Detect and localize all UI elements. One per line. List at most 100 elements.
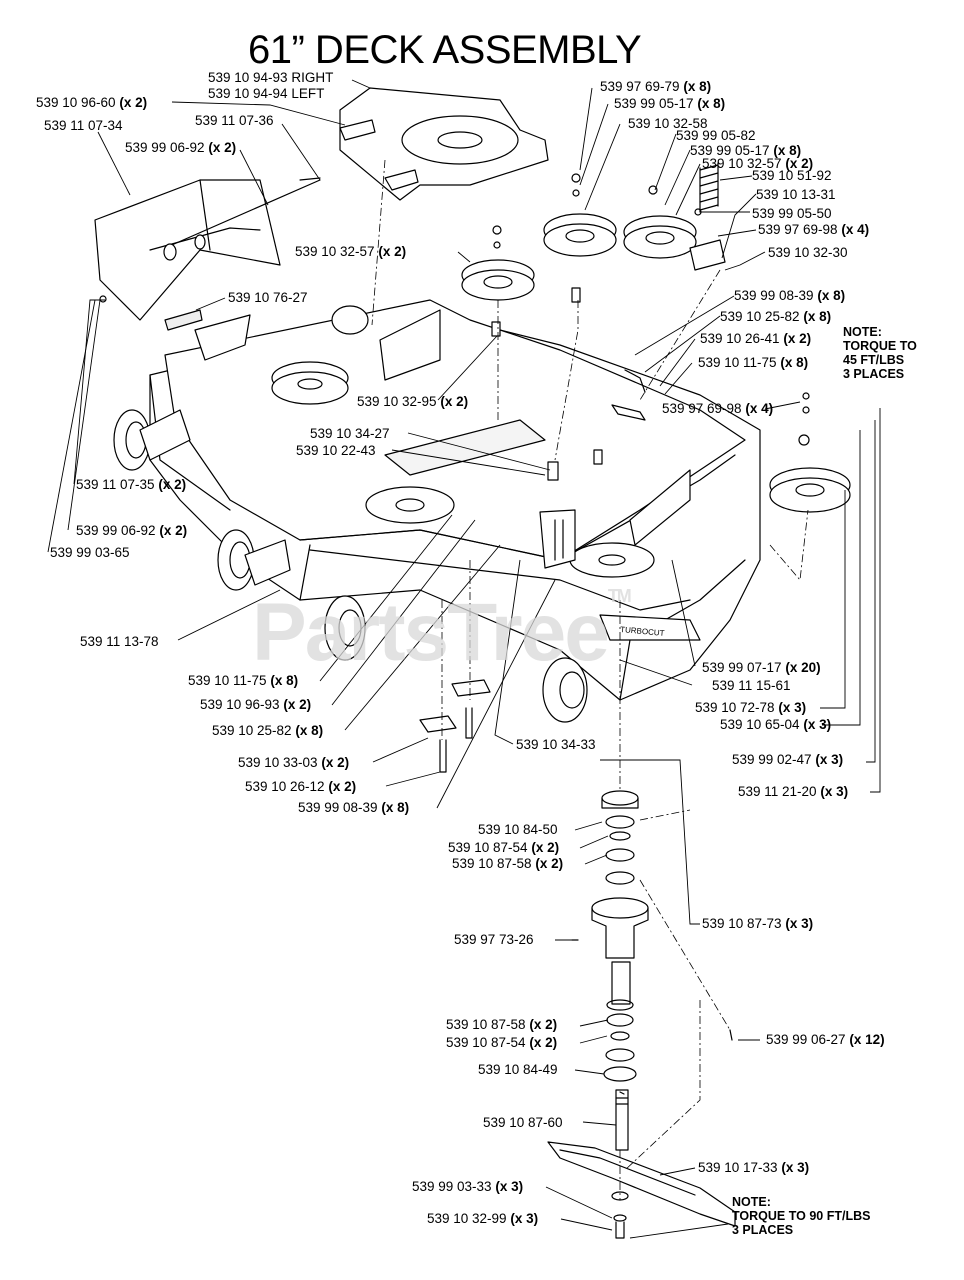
- part-number: 539 99 08-39: [298, 800, 378, 815]
- part-number: 539 10 72-78: [695, 700, 775, 715]
- idler-arm: [689, 162, 726, 271]
- part-number: 539 99 06-92: [76, 523, 156, 538]
- part-label: 539 99 06-92 (x 2): [76, 523, 187, 538]
- part-quantity: (x 2): [283, 697, 312, 712]
- part-number: 539 10 65-04: [720, 717, 800, 732]
- part-number: 539 99 07-17: [702, 660, 782, 675]
- part-quantity: (x 8): [773, 143, 802, 158]
- part-label: 539 10 76-27: [228, 290, 308, 305]
- part-quantity: (x 8): [683, 79, 712, 94]
- part-number: 539 10 84-50: [478, 822, 558, 837]
- part-label: 539 10 25-82 (x 8): [720, 309, 831, 324]
- part-number: 539 99 05-82: [676, 128, 756, 143]
- part-number: 539 11 07-36: [195, 113, 274, 128]
- part-number: 539 97 69-98: [662, 401, 742, 416]
- part-label: 539 10 84-50: [478, 822, 558, 837]
- caster-wheels: [113, 305, 588, 723]
- pulleys: [271, 213, 851, 513]
- part-number: 539 10 26-41: [700, 331, 780, 346]
- part-quantity: (x 2): [158, 477, 187, 492]
- part-quantity: (x 3): [495, 1179, 524, 1194]
- part-label: 539 10 11-75 (x 8): [188, 673, 298, 688]
- part-number: 539 10 32-57: [702, 156, 782, 171]
- mounting-plates: [419, 679, 491, 773]
- part-label: 539 10 22-43: [296, 443, 376, 458]
- part-label: 539 11 07-35 (x 2): [76, 477, 186, 492]
- part-quantity: (x 4): [745, 401, 774, 416]
- part-label: 539 10 65-04 (x 3): [720, 717, 831, 732]
- part-quantity: (x 8): [270, 673, 299, 688]
- part-quantity: (x 2): [529, 1017, 558, 1032]
- part-label: 539 97 69-98 (x 4): [758, 222, 869, 237]
- leader-lines: [47, 79, 881, 1239]
- part-quantity: (x 8): [817, 288, 846, 303]
- part-quantity: (x 2): [529, 1035, 558, 1050]
- part-quantity: (x 3): [510, 1211, 539, 1226]
- part-label: 539 10 32-30: [768, 245, 848, 260]
- part-quantity: (x 2): [159, 523, 188, 538]
- part-label: 539 99 05-50: [752, 206, 832, 221]
- part-quantity: (x 3): [815, 752, 844, 767]
- part-label: 539 10 87-73 (x 3): [702, 916, 813, 931]
- note-heading: NOTE:: [732, 1195, 771, 1209]
- alignment-lines: [371, 159, 809, 1200]
- part-label: 539 99 05-17 (x 8): [614, 96, 725, 111]
- part-label: 539 10 32-58: [628, 116, 708, 131]
- part-label: 539 10 72-78 (x 3): [695, 700, 806, 715]
- note-line: TORQUE TO 90 FT/LBS: [732, 1209, 871, 1223]
- part-number: 539 99 06-27: [766, 1032, 846, 1047]
- part-quantity: (x 2): [531, 840, 560, 855]
- part-label: 539 10 34-33: [516, 737, 596, 752]
- part-label: 539 10 96-60 (x 2): [36, 95, 147, 110]
- svg-text:TURBOCUT: TURBOCUT: [620, 625, 665, 638]
- part-quantity: (x 2): [440, 394, 469, 409]
- part-label: 539 99 02-47 (x 3): [732, 752, 843, 767]
- part-quantity: (x 2): [321, 755, 350, 770]
- torque-note-45: NOTE: TORQUE TO 45 FT/LBS 3 PLACES: [843, 325, 917, 381]
- part-label: 539 10 94-94 LEFT: [208, 86, 324, 101]
- part-label: 539 99 06-27 (x 12): [766, 1032, 885, 1047]
- part-label: 539 10 32-99 (x 3): [427, 1211, 538, 1226]
- part-quantity: (x 2): [785, 156, 814, 171]
- part-quantity: (x 3): [820, 784, 849, 799]
- part-label: 539 10 87-60: [483, 1115, 563, 1130]
- part-label: 539 11 07-36: [195, 113, 274, 128]
- part-number: 539 10 11-75: [188, 673, 267, 688]
- part-number: 539 10 84-49: [478, 1062, 558, 1077]
- part-label: 539 99 03-33 (x 3): [412, 1179, 523, 1194]
- part-label: 539 10 87-54 (x 2): [446, 1035, 557, 1050]
- part-label: 539 97 69-98 (x 4): [662, 401, 773, 416]
- part-number: 539 99 02-47: [732, 752, 812, 767]
- part-number: 539 10 87-54: [446, 1035, 526, 1050]
- part-number: 539 99 08-39: [734, 288, 814, 303]
- part-number: 539 10 32-95: [357, 394, 437, 409]
- part-quantity: (x 3): [781, 1160, 810, 1175]
- hardware: [99, 173, 810, 481]
- part-number: 539 10 87-73: [702, 916, 782, 931]
- part-quantity: (x 2): [535, 856, 564, 871]
- part-number: 539 10 13-31: [756, 187, 836, 202]
- part-label: 539 99 05-82: [676, 128, 756, 143]
- part-number: 539 97 69-79: [600, 79, 680, 94]
- part-label: 539 97 69-79 (x 8): [600, 79, 711, 94]
- part-label: 539 10 87-58 (x 2): [452, 856, 563, 871]
- part-number: 539 10 34-27: [310, 426, 390, 441]
- part-label: 539 10 32-57 (x 2): [702, 156, 813, 171]
- part-label: 539 99 08-39 (x 8): [734, 288, 845, 303]
- part-number: 539 10 34-33: [516, 737, 596, 752]
- note-heading: NOTE:: [843, 325, 882, 339]
- part-number: 539 10 87-58: [452, 856, 532, 871]
- part-label: 539 10 33-03 (x 2): [238, 755, 349, 770]
- part-number: 539 10 22-43: [296, 443, 376, 458]
- part-label: 539 10 87-58 (x 2): [446, 1017, 557, 1032]
- part-number: 539 11 15-61: [712, 678, 791, 693]
- part-label: 539 99 06-92 (x 2): [125, 140, 236, 155]
- part-number: 539 10 33-03: [238, 755, 318, 770]
- part-number: 539 97 73-26: [454, 932, 534, 947]
- part-label: 539 11 13-78: [80, 634, 159, 649]
- torque-note-90: NOTE: TORQUE TO 90 FT/LBS 3 PLACES: [732, 1195, 870, 1237]
- part-label: 539 11 15-61: [712, 678, 791, 693]
- part-number: 539 10 25-82: [720, 309, 800, 324]
- spindle-assembly: [591, 790, 649, 1151]
